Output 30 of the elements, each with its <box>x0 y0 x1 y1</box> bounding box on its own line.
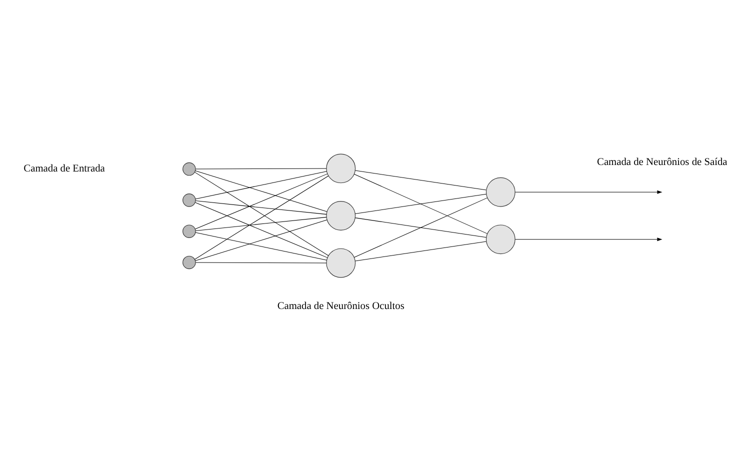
connector <box>354 193 486 214</box>
node-circle <box>326 248 356 278</box>
arrow <box>514 237 662 241</box>
label: Camada de Entrada <box>24 163 105 174</box>
connector <box>195 170 328 212</box>
connector <box>195 202 328 258</box>
node-circle <box>486 176 516 206</box>
node-circle <box>182 224 196 238</box>
label: Camada de Neurônios de Saída <box>597 156 728 168</box>
connector <box>195 173 328 229</box>
connector <box>195 200 327 214</box>
connector <box>354 170 486 190</box>
connector <box>354 173 488 234</box>
connector <box>354 217 486 238</box>
node-circle <box>182 193 196 206</box>
node-circle <box>486 224 516 254</box>
connector <box>195 168 327 169</box>
node-circle <box>182 255 196 269</box>
connector <box>195 170 327 199</box>
node-circle <box>182 162 196 176</box>
connector <box>195 216 327 230</box>
label: Camada de Neurônios Ocultos <box>277 300 404 312</box>
node-circle <box>326 200 356 230</box>
connector <box>195 232 327 260</box>
connector <box>354 197 488 258</box>
arrow <box>514 190 662 194</box>
connector <box>195 219 328 261</box>
node-circle <box>326 153 356 183</box>
connector <box>354 240 486 261</box>
connector <box>195 262 327 263</box>
